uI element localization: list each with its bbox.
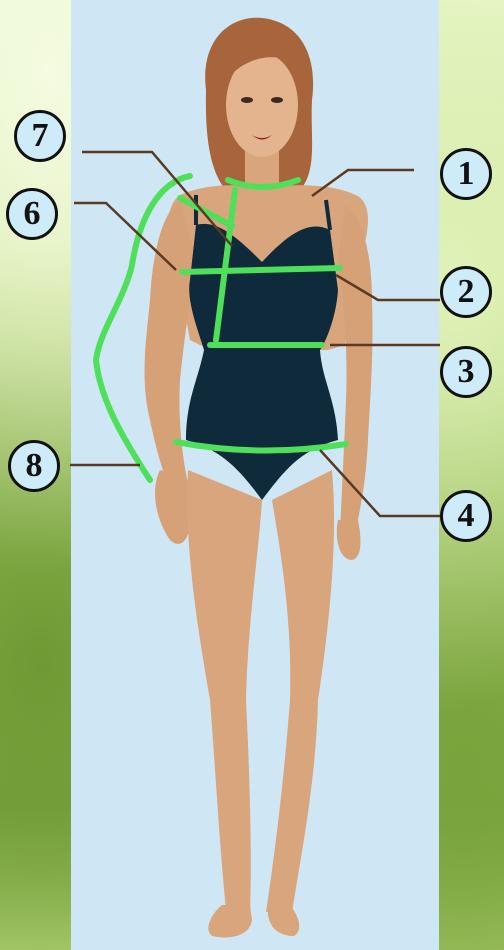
bust-girth-line	[182, 268, 340, 272]
marker-4: 4	[440, 490, 492, 542]
bodysuit	[186, 224, 338, 500]
marker-1: 1	[440, 148, 492, 200]
right-arm	[338, 205, 373, 530]
leader-4	[320, 450, 440, 516]
marker-6: 6	[6, 188, 58, 240]
marker-2: 2	[440, 266, 492, 318]
left-leg	[187, 470, 262, 912]
marker-8: 8	[8, 440, 60, 492]
left-arm	[145, 200, 196, 492]
marker-3: 3	[440, 346, 492, 398]
right-leg	[266, 470, 334, 912]
marker-7: 7	[14, 110, 66, 162]
